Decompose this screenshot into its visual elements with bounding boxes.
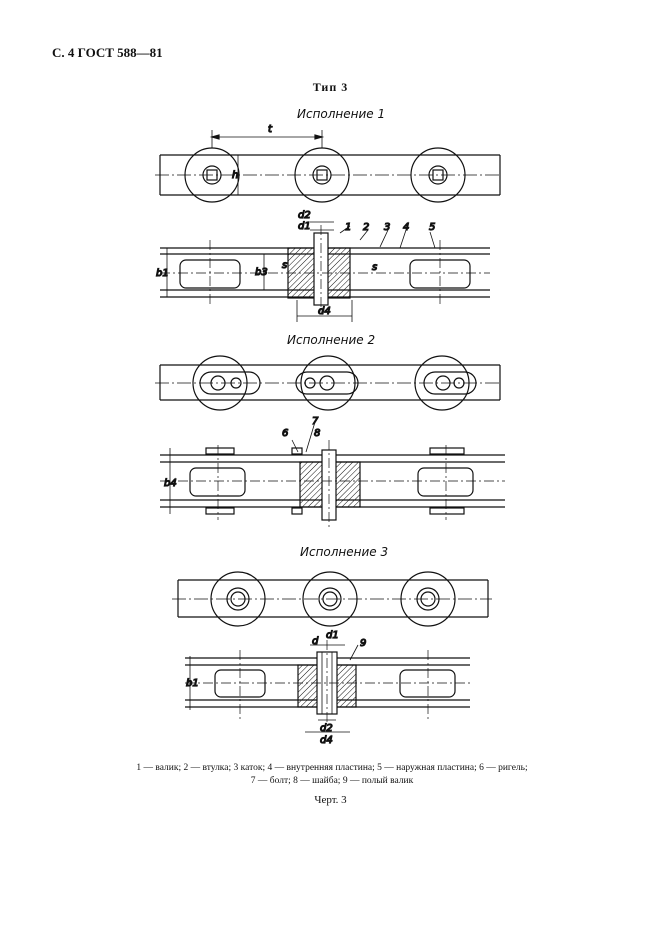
part-9-label: 9	[360, 638, 366, 649]
part-1-label: 1	[345, 222, 351, 233]
dim-d4-label: d4	[318, 306, 331, 317]
dim-d2-label: d2	[298, 210, 311, 221]
variant-1-title: Исполнение 1	[297, 107, 386, 121]
part-2-label: 2	[363, 222, 369, 233]
part-3-label: 3	[384, 222, 390, 233]
part-6-label: 6	[282, 428, 288, 439]
dim-b3-label: b3	[255, 267, 268, 278]
variant-2-section-view	[160, 421, 505, 528]
variant-3-section-view	[185, 640, 470, 733]
dim-d4-label-v3: d4	[320, 735, 333, 746]
part-4-label: 4	[403, 222, 409, 233]
variant-2-title: Исполнение 2	[287, 333, 376, 347]
dim-d1-label: d1	[298, 221, 311, 232]
dim-h-label: h	[232, 170, 238, 181]
variant-3-front-view	[172, 571, 492, 627]
legend-line-2: 7 — болт; 8 — шайба; 9 — полый валик	[250, 776, 414, 786]
variant-2-front-view	[155, 355, 501, 411]
part-7-label: 7	[312, 416, 319, 427]
dim-b1-label: b1	[156, 268, 169, 279]
part-8-label: 8	[314, 428, 320, 439]
figure-label: Черт. 3	[314, 794, 347, 806]
legend-caption: 1 — валик; 2 — втулка; 3 каток; 4 — внут…	[52, 762, 612, 788]
dim-b4-label: b4	[164, 478, 177, 489]
variant-1-section-view	[160, 221, 490, 322]
page-header: С. 4 ГОСТ 588—81	[52, 45, 163, 60]
part-5-label: 5	[429, 222, 435, 233]
type-title: Тип 3	[312, 80, 349, 94]
dim-d2-label-v3: d2	[320, 723, 333, 734]
variant-1-front-view	[155, 130, 501, 203]
dim-s-label-right: s	[372, 262, 377, 273]
dim-t-label: t	[268, 124, 273, 135]
variant-3-title: Исполнение 3	[300, 545, 389, 559]
dim-b1-label-v3: b1	[186, 678, 199, 689]
dim-s-label-left: s	[282, 260, 287, 271]
dim-d1-label-v3: d1	[326, 630, 339, 641]
dim-d-label: d	[312, 636, 319, 647]
legend-line-1: 1 — валик; 2 — втулка; 3 каток; 4 — внут…	[136, 763, 528, 773]
